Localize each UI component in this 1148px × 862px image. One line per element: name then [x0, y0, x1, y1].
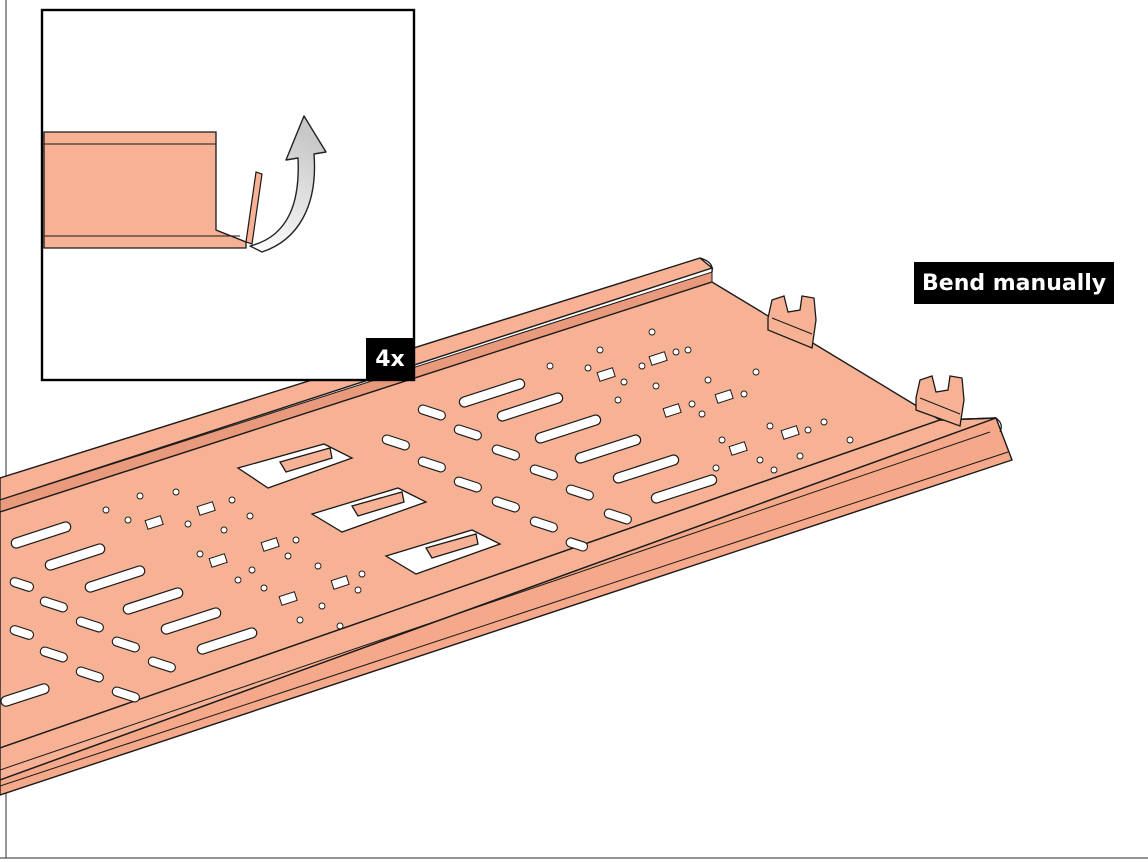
inset-tray-profile — [43, 131, 247, 249]
inset-bend-tab — [245, 171, 263, 245]
bend-tab — [915, 375, 965, 427]
repeat-count-badge: 4x — [366, 338, 414, 380]
tray-hole-pattern — [144, 351, 800, 606]
tray-dot-holes — [102, 328, 854, 630]
detail-inset — [40, 8, 416, 382]
tray-slots — [0, 378, 718, 707]
bend-tab — [767, 295, 817, 349]
curved-up-arrow-icon — [249, 115, 327, 253]
tray-clip-cutouts — [236, 443, 502, 575]
instruction-label: Bend manually — [914, 262, 1115, 304]
tray-short-slots — [9, 404, 632, 703]
